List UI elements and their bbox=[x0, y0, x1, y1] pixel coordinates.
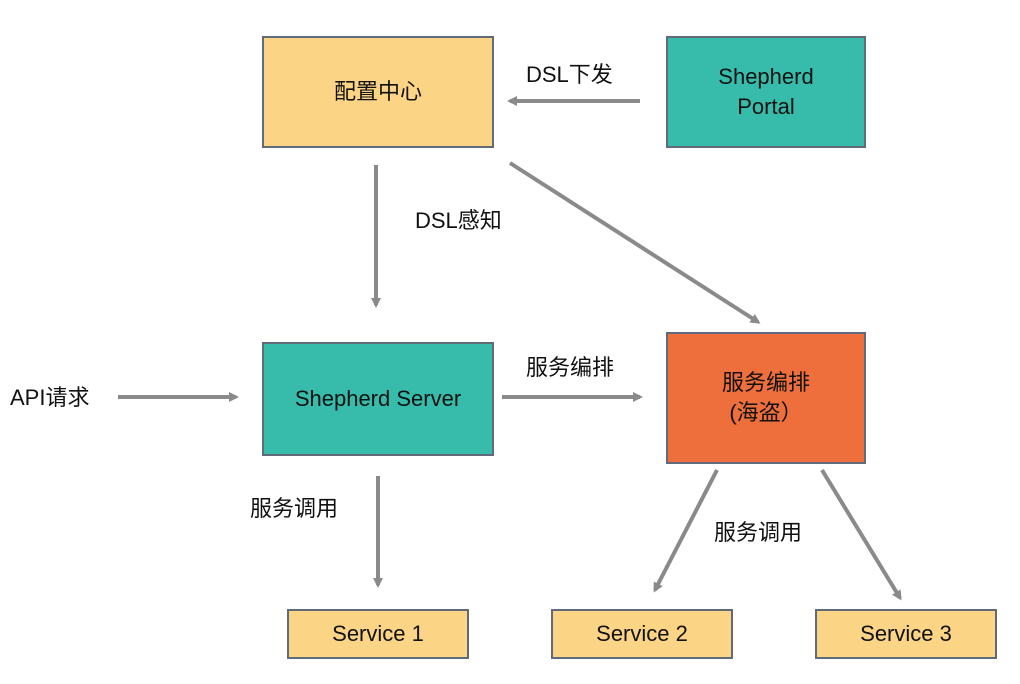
orchestration-edge-label: 服务编排 bbox=[526, 355, 615, 380]
arrow-orchestration-to-service3 bbox=[820, 468, 902, 601]
arrow-config-to-orchestration bbox=[508, 161, 761, 324]
shepherd-server-node: Shepherd Server bbox=[262, 342, 494, 456]
config-center-node: 配置中心 bbox=[262, 36, 494, 148]
service-call-right-label: 服务调用 bbox=[714, 520, 803, 545]
dsl-sense-label: DSL感知 bbox=[415, 208, 502, 233]
api-request-label: API请求 bbox=[10, 385, 90, 410]
service-3-node: Service 3 bbox=[815, 609, 997, 659]
service-2-node: Service 2 bbox=[551, 609, 733, 659]
dsl-dispatch-label: DSL下发 bbox=[526, 62, 613, 87]
shepherd-portal-node: Shepherd Portal bbox=[666, 36, 866, 148]
service-call-left-label: 服务调用 bbox=[250, 496, 339, 521]
arrow-orchestration-to-service2 bbox=[653, 469, 719, 593]
orchestration-node: 服务编排 (海盗） bbox=[666, 332, 866, 464]
service-1-node: Service 1 bbox=[287, 609, 469, 659]
